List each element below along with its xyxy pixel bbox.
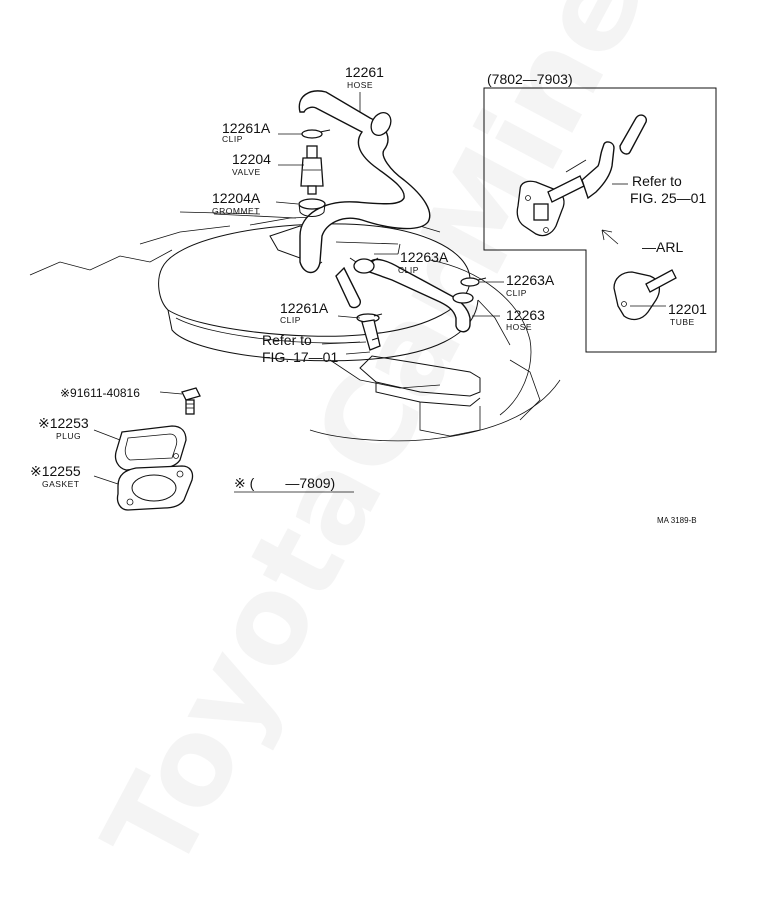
label-gasket-12255: ※12255 GASKET (30, 463, 81, 489)
label-hose-12263: 12263 HOSE (506, 307, 545, 332)
leader-lines (93, 92, 666, 485)
bolt-91611-shape (181, 387, 201, 415)
label-clip-12261a-top: 12261A CLIP (222, 120, 271, 144)
label-refer-fig-17: Refer to FIG. 17—01 (262, 332, 338, 365)
label-valve-12204: 12204 VALVE (232, 151, 271, 177)
gasket-12255-name: GASKET (42, 479, 79, 489)
clip-12263a-mid-name: CLIP (398, 265, 419, 275)
plug-12253-number: ※12253 (38, 415, 89, 431)
clip-12261a-low-number: 12261A (280, 300, 329, 316)
inset-title: (7802—7903) (487, 71, 573, 87)
refer-main-line1: Refer to (262, 332, 312, 348)
clip-12261a-top-shape (301, 129, 331, 139)
clip-12263a-mid-number: 12263A (400, 249, 449, 265)
plug-12253-shape (114, 425, 187, 471)
inset-valve-shape (516, 175, 585, 237)
clip-12263a-mid-shape (349, 257, 379, 274)
valve-12204-name: VALVE (232, 167, 261, 177)
hose-12263-shape (362, 258, 474, 333)
hose-12263-number: 12263 (506, 307, 545, 323)
label-hose-12261: 12261 HOSE (345, 64, 384, 90)
hose-12261-name: HOSE (347, 80, 373, 90)
clip-12263a-right-shape (460, 277, 487, 287)
tube-12201-name: TUBE (670, 317, 695, 327)
lower-hose-shape (335, 266, 383, 351)
label-clip-12261a-low: 12261A CLIP (280, 300, 329, 325)
clip-12263a-right-name: CLIP (506, 288, 527, 298)
hose-12263-name: HOSE (506, 322, 532, 332)
inset-box (483, 87, 717, 353)
drawing-id: MA 3189-B (657, 516, 697, 525)
applicability-note: ※ ( —7809) (234, 475, 335, 491)
clip-12263a-right-number: 12263A (506, 272, 555, 288)
gasket-12255-shape (116, 465, 194, 511)
inset-hose-shape (581, 114, 648, 200)
grommet-12204a-shape (298, 198, 326, 217)
label-tube-12201: 12201 TUBE (668, 301, 707, 327)
clip-12261a-low-name: CLIP (280, 315, 301, 325)
gasket-12255-number: ※12255 (30, 463, 81, 479)
label-plug-12253: ※12253 PLUG (38, 415, 89, 441)
valve-12204-number: 12204 (232, 151, 271, 167)
grommet-12204a-name: GROMMET (212, 206, 260, 216)
hose-12261-number: 12261 (345, 64, 384, 80)
inset-refer-line2: FIG. 25—01 (630, 190, 706, 206)
refer-main-line2: FIG. 17—01 (262, 349, 338, 365)
label-clip-12263a-mid: 12263A CLIP (398, 249, 449, 275)
intake-block (359, 355, 541, 437)
tube-12201-number: 12201 (668, 301, 707, 317)
label-grommet-12204a: 12204A GROMMET (212, 190, 261, 216)
grommet-12204a-number: 12204A (212, 190, 261, 206)
inset-refer-line1: Refer to (632, 173, 682, 189)
clip-12261a-top-number: 12261A (222, 120, 271, 136)
clip-12261a-top-name: CLIP (222, 134, 243, 144)
hose-12261-shape (298, 90, 431, 274)
valve-12204-shape (300, 145, 324, 195)
bolt-91611-number: ※91611-40816 (60, 386, 140, 400)
plug-12253-name: PLUG (56, 431, 81, 441)
label-clip-12263a-right: 12263A CLIP (506, 272, 555, 298)
inset-arrow (601, 229, 619, 245)
tube-12201-shape (613, 269, 677, 321)
inset-arl-label: —ARL (642, 239, 683, 255)
